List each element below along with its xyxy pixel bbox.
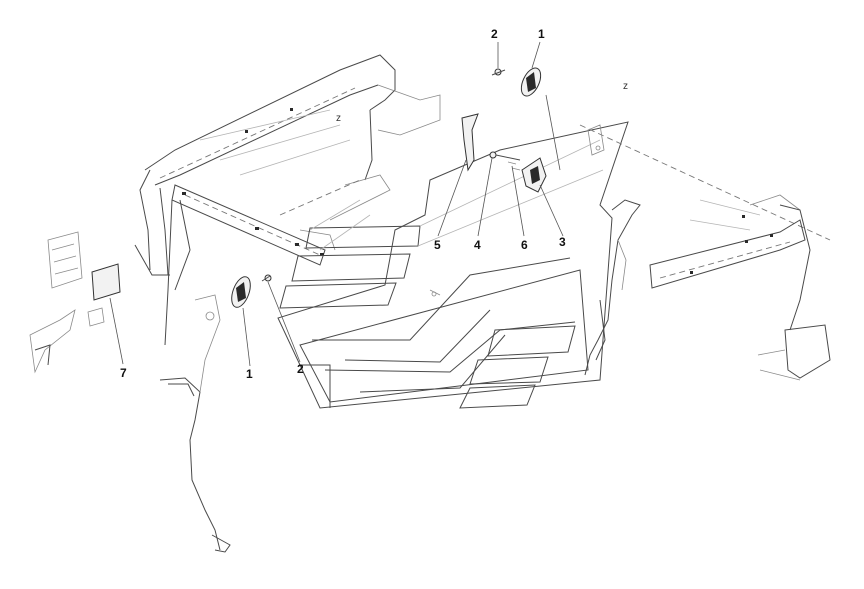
leader-lines — [109, 41, 564, 367]
right-door-trim — [584, 199, 641, 376]
left-cab-frame — [134, 54, 441, 346]
handle-5 — [461, 113, 479, 172]
callout-2-top: 2 — [491, 27, 498, 41]
right-cab-frame — [579, 124, 831, 381]
callout-7: 7 — [120, 366, 127, 380]
marker-z-left: z — [336, 113, 341, 124]
callout-5: 5 — [434, 238, 441, 252]
callout-1-left: 1 — [246, 367, 253, 381]
callout-6: 6 — [521, 238, 528, 252]
left-door-trim — [159, 274, 272, 553]
callout-4: 4 — [474, 238, 481, 252]
top-exploded-parts — [461, 67, 547, 193]
callout-labels: 2 1 5 4 6 3 1 2 7 z z — [120, 27, 628, 381]
callout-3: 3 — [559, 235, 566, 249]
callout-1-top: 1 — [538, 27, 545, 41]
left-small-panels — [29, 231, 121, 374]
marker-z-right: z — [623, 81, 628, 92]
roof-headliner-panel — [277, 121, 629, 409]
screw-4 — [489, 151, 497, 159]
callout-2-left: 2 — [297, 362, 304, 376]
